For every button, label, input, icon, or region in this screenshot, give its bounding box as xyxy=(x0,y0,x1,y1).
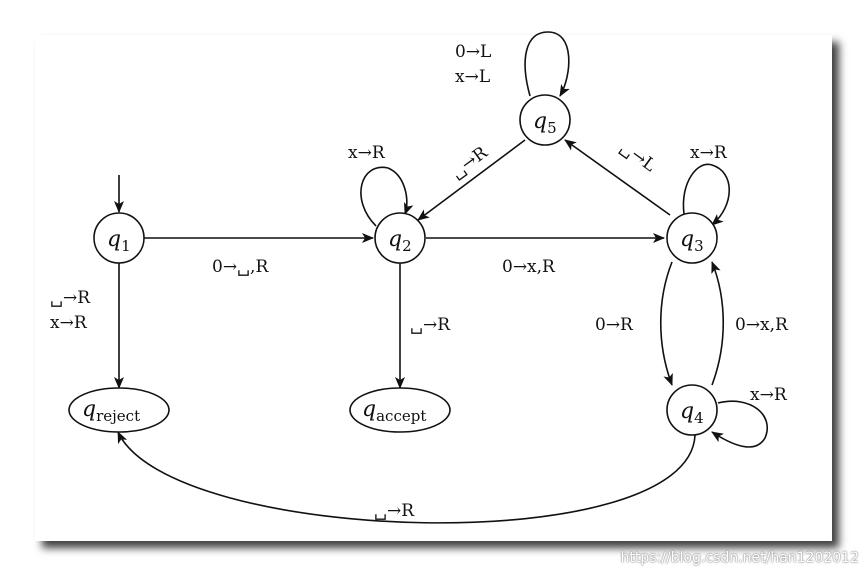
label-q5-q2: ␣→R xyxy=(447,142,492,182)
states: q1 q2 q3 q4 q5 qreject qaccept xyxy=(68,94,718,436)
svg-text:qreject: qreject xyxy=(82,397,140,425)
label-q4-self: x→R xyxy=(750,385,788,405)
label-q5-self-1: 0→L xyxy=(455,42,491,62)
svg-text:q4: q4 xyxy=(680,399,704,427)
svg-text:q5: q5 xyxy=(533,109,557,137)
label-q3-q4: 0→R xyxy=(595,315,634,335)
state-q1: q1 xyxy=(93,212,145,264)
labels: 0→␣,R 0→x,R x→R ␣→R ␣→R x→R x→R 0→R 0→x,… xyxy=(50,42,789,521)
state-q5: q5 xyxy=(519,94,571,146)
label-q2-self: x→R xyxy=(348,143,386,163)
edge-q4-q3 xyxy=(711,261,725,386)
edge-q5-self xyxy=(524,31,570,97)
edge-q5-q2 xyxy=(417,139,526,221)
label-q1-reject-1: ␣→R xyxy=(50,288,91,308)
svg-text:q3: q3 xyxy=(680,227,704,255)
edge-q4-reject xyxy=(117,431,696,524)
watermark: https://blog.csdn.net/han1202012 xyxy=(620,550,859,566)
label-q4-reject: ␣→R xyxy=(374,501,415,521)
label-q2-accept: ␣→R xyxy=(410,315,451,335)
state-q3: q3 xyxy=(666,212,718,264)
svg-text:q2: q2 xyxy=(388,227,412,255)
state-q4: q4 xyxy=(666,384,718,436)
edge-q3-q4 xyxy=(659,261,673,386)
edge-q4-self xyxy=(711,400,768,448)
label-q1-q2: 0→␣,R xyxy=(212,257,269,277)
edge-q2-self xyxy=(360,166,414,227)
edges xyxy=(114,31,768,524)
label-q4-q3: 0→x,R xyxy=(735,315,789,335)
label-q1-reject-2: x→R xyxy=(50,313,88,333)
label-q2-q3: 0→x,R xyxy=(502,257,556,277)
label-q5-self-2: x→L xyxy=(455,67,490,87)
state-q2: q2 xyxy=(374,212,426,264)
edge-q3-q5 xyxy=(564,139,671,216)
label-q3-self: x→R xyxy=(690,143,728,163)
state-qaccept: qaccept xyxy=(349,387,451,433)
svg-text:qaccept: qaccept xyxy=(362,397,426,425)
diagram-card xyxy=(35,35,832,541)
state-qreject: qreject xyxy=(68,387,170,433)
edge-q3-self xyxy=(682,163,731,226)
label-q3-q5: ␣→L xyxy=(616,137,659,176)
svg-text:q1: q1 xyxy=(107,227,131,255)
